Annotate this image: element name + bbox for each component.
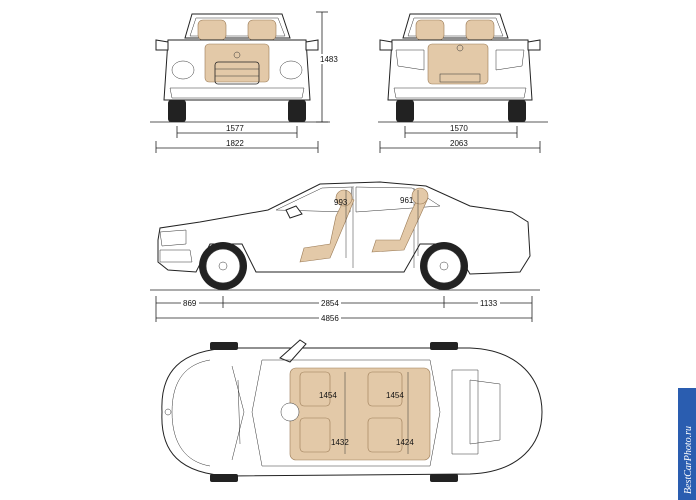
- front-shoulder-label: 1454: [319, 391, 337, 400]
- side-view: 993 961 869 2854 1133 4856: [150, 181, 540, 323]
- rear-track-label: 1570: [450, 124, 468, 133]
- front-view: 1483 1577 1822: [150, 11, 338, 153]
- rear-headroom-label: 961: [400, 196, 414, 205]
- front-elbow-label: 1432: [331, 438, 349, 447]
- watermark-text: BestCarPhoto.ru: [683, 426, 694, 494]
- rear-width-label: 2063: [450, 139, 468, 148]
- front-height-label: 1483: [320, 55, 338, 64]
- watermark: BestCarPhoto.ru: [678, 388, 696, 500]
- rear-view: 1570 2063: [378, 13, 548, 153]
- rear-elbow-label: 1424: [396, 438, 414, 447]
- front-overhang-label: 869: [183, 299, 197, 308]
- front-track-label: 1577: [226, 124, 244, 133]
- front-width-label: 1822: [226, 139, 244, 148]
- rear-overhang-label: 1133: [480, 299, 498, 308]
- rear-shoulder-label: 1454: [386, 391, 404, 400]
- top-view: 1454 1454 1432 1424: [161, 339, 543, 482]
- wheelbase-label: 2854: [321, 299, 339, 308]
- front-headroom-label: 993: [334, 198, 348, 207]
- overall-length-label: 4856: [321, 314, 339, 323]
